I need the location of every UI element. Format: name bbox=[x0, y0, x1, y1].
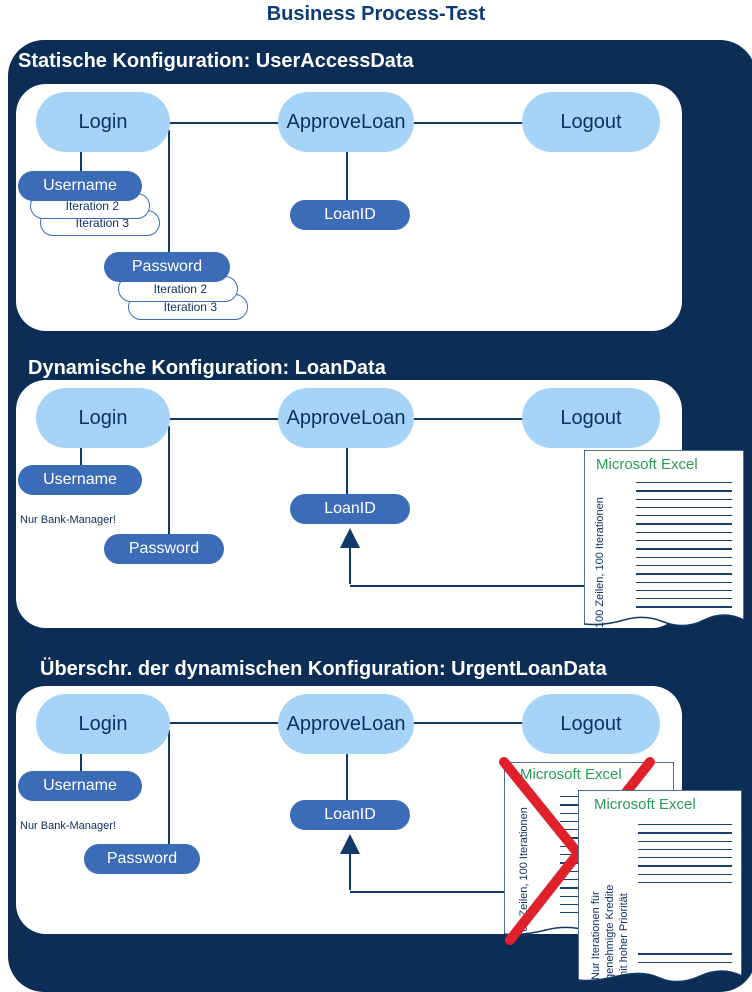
connector bbox=[150, 122, 280, 124]
excel-sheet: Microsoft Excel 100 Zeilen, 100 Iteratio… bbox=[584, 450, 744, 632]
section-title-static: Statische Konfiguration: UserAccessData bbox=[18, 50, 414, 72]
param-password[interactable]: Password bbox=[104, 252, 230, 282]
connector bbox=[150, 722, 280, 724]
connector bbox=[168, 730, 170, 846]
connector bbox=[80, 446, 82, 466]
step-approve-loan[interactable]: ApproveLoan bbox=[278, 694, 414, 754]
param-password[interactable]: Password bbox=[84, 844, 200, 874]
connector bbox=[346, 446, 348, 498]
connector bbox=[414, 722, 524, 724]
connector bbox=[168, 426, 170, 536]
data-link-arrow bbox=[340, 528, 590, 587]
excel-sheet-text: genehmigte Kredite bbox=[604, 884, 616, 980]
step-approve-loan[interactable]: ApproveLoan bbox=[278, 92, 414, 152]
excel-sheet-text: 100 Zeilen, 100 Iterationen bbox=[594, 497, 606, 628]
connector bbox=[80, 752, 82, 772]
excel-sheet-text: Nur Iterationen für bbox=[590, 891, 602, 980]
step-login[interactable]: Login bbox=[36, 388, 170, 448]
connector bbox=[168, 130, 170, 258]
data-link-arrow bbox=[340, 834, 520, 893]
excel-sheet-override: Microsoft Excel Nur Iterationen für gene… bbox=[578, 790, 742, 986]
connector bbox=[150, 418, 280, 420]
excel-rows bbox=[636, 482, 732, 615]
excel-sheet-text: mit hoher Priorität bbox=[618, 893, 630, 980]
connector bbox=[414, 418, 524, 420]
step-login[interactable]: Login bbox=[36, 694, 170, 754]
param-loanid[interactable]: LoanID bbox=[290, 800, 410, 830]
access-note: Nur Bank-Manager! bbox=[20, 820, 116, 832]
param-username[interactable]: Username bbox=[18, 771, 142, 801]
connector bbox=[414, 122, 524, 124]
step-login[interactable]: Login bbox=[36, 92, 170, 152]
param-username[interactable]: Username bbox=[18, 171, 142, 201]
section-title-override: Überschr. der dynamischen Konfiguration:… bbox=[40, 658, 607, 680]
step-logout[interactable]: Logout bbox=[522, 694, 660, 754]
param-loanid[interactable]: LoanID bbox=[290, 494, 410, 524]
step-approve-loan[interactable]: ApproveLoan bbox=[278, 388, 414, 448]
excel-title: Microsoft Excel bbox=[596, 456, 698, 473]
connector bbox=[80, 150, 82, 178]
param-loanid[interactable]: LoanID bbox=[290, 200, 410, 230]
excel-rows bbox=[638, 824, 732, 970]
param-username[interactable]: Username bbox=[18, 465, 142, 495]
param-password[interactable]: Password bbox=[104, 534, 224, 564]
step-logout[interactable]: Logout bbox=[522, 388, 660, 448]
access-note: Nur Bank-Manager! bbox=[20, 514, 116, 526]
connector bbox=[346, 150, 348, 202]
step-logout[interactable]: Logout bbox=[522, 92, 660, 152]
excel-title: Microsoft Excel bbox=[520, 766, 622, 783]
excel-title: Microsoft Excel bbox=[594, 796, 696, 813]
connector bbox=[346, 752, 348, 804]
section-title-dynamic: Dynamische Konfiguration: LoanData bbox=[28, 357, 386, 379]
diagram-title: Business Process-Test bbox=[266, 3, 486, 25]
